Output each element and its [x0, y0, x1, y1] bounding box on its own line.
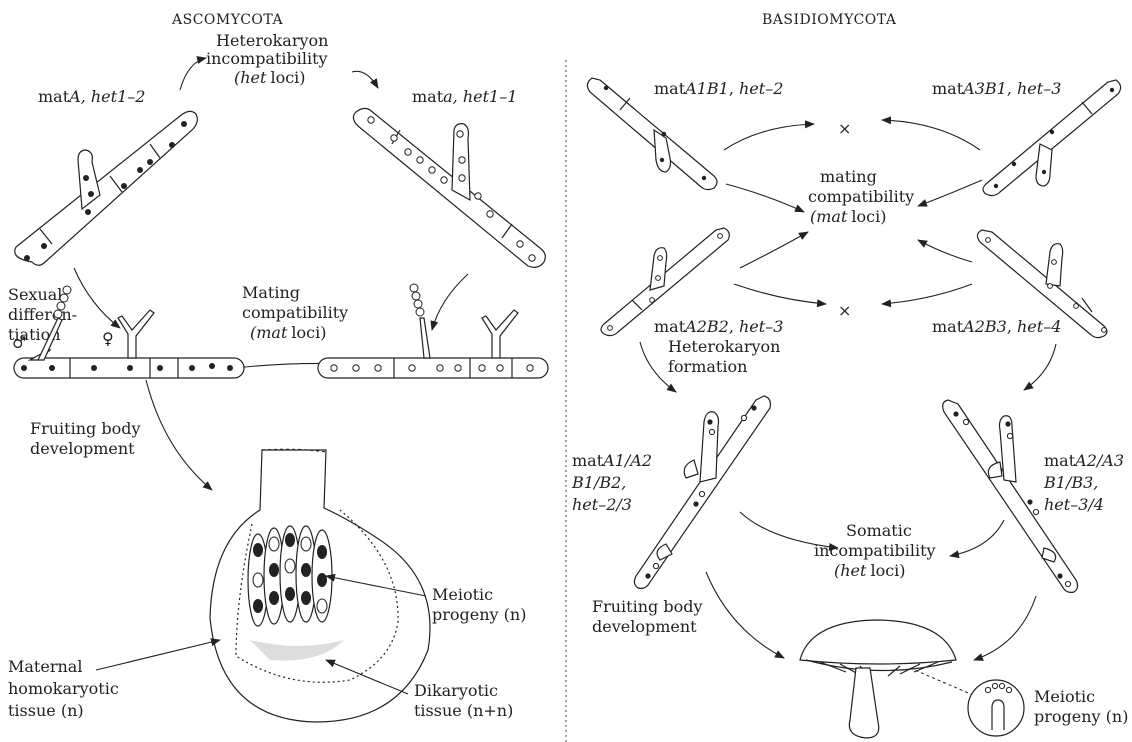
- basidio-dikaryon-left: [634, 396, 770, 588]
- basidio-cross-bottom: ×: [838, 301, 851, 320]
- basidio-hk1-l2: B1/B2,: [571, 473, 626, 492]
- asco-het-incomp-l2: incompatibility: [206, 49, 328, 68]
- basidio-hk2-l3: het–3/4: [1044, 495, 1104, 514]
- basidio-mating-l1: mating: [820, 167, 877, 186]
- asco-fruiting-arrow: [146, 380, 212, 490]
- basidio-arrow-s2-cross: [882, 120, 980, 150]
- basidio-hk2-l1: matA2/A3: [1044, 451, 1124, 470]
- basidio-fruiting-l1: Fruiting body: [592, 597, 703, 616]
- basidio-hetform-arrow-right: [1024, 344, 1056, 390]
- asco-hypha-right: [353, 108, 545, 267]
- asco-fruiting-l1: Fruiting body: [30, 419, 141, 438]
- basidio-zoom-line: [910, 668, 980, 698]
- asco-het-arrow-right: [352, 71, 378, 88]
- mushroom: [800, 620, 956, 738]
- basidio-hk2-l2: B1/B3,: [1043, 473, 1098, 492]
- basidio-s1-label: matA1B1, het–2: [654, 79, 783, 98]
- asco-colony-right: [318, 284, 548, 378]
- basidio-arrow-s3-mating: [740, 232, 808, 268]
- basidio-fruiting-arrow-right: [974, 596, 1036, 660]
- basidio-hk1-l1: matA1/A2: [572, 451, 652, 470]
- asco-meiotic-l2: progeny (n): [432, 605, 526, 624]
- asco-maternal-arrow: [96, 640, 220, 670]
- asco-meiotic-l1: Meiotic: [432, 585, 493, 604]
- male-symbol: ♂: [12, 333, 26, 352]
- basidio-somatic-l1: Somatic: [846, 521, 912, 540]
- basidio-meiotic-l1: Meiotic: [1034, 687, 1095, 706]
- basidio-arrow-s4-mating: [918, 240, 972, 262]
- basidio-fruiting-l2: development: [592, 617, 697, 636]
- asco-dikaryotic-l2: tissue (n+n): [414, 701, 513, 720]
- basidio-somatic-l2: incompatibility: [814, 541, 936, 560]
- asco-strain2-label: mata, het1–1: [412, 87, 517, 106]
- female-symbol: ♀: [102, 329, 114, 348]
- asco-maternal-l3: tissue (n): [8, 701, 84, 720]
- asco-maternal-l2: homokaryotic: [8, 679, 119, 698]
- asco-strain1-label: matA, het1–2: [38, 87, 145, 106]
- asco-sexual-diff-l1: Sexual: [8, 285, 62, 304]
- basidio-s4-label: matA2B3, het–4: [932, 317, 1061, 336]
- basidium-zoom: [968, 680, 1024, 736]
- basidio-arrow-s3-cross: [734, 284, 826, 304]
- basidio-mating-l2: compatibility: [808, 187, 914, 206]
- basidio-hetform-l2: formation: [668, 357, 747, 376]
- asci: [248, 526, 332, 626]
- ascomycota-header: ASCOMYCOTA: [171, 12, 283, 28]
- basidio-hk1-l3: het–2/3: [572, 495, 632, 514]
- basidiomycota-header: BASIDIOMYCOTA: [762, 12, 897, 28]
- asco-mating-l1: Mating: [242, 283, 300, 302]
- asco-het-arrow-left: [180, 58, 206, 90]
- basidio-cross-top: ×: [838, 119, 851, 138]
- basidio-hetform-l1: Heterokaryon: [668, 337, 780, 356]
- basidio-arrow-s1-mating: [726, 184, 804, 212]
- asco-fruiting-l2: development: [30, 439, 135, 458]
- asco-arrow-left-down: [74, 268, 120, 328]
- basidio-arrow-s4-cross: [882, 284, 972, 304]
- perithecium: [210, 449, 430, 722]
- asco-hypha-left: [15, 111, 198, 265]
- basidio-meiotic-l2: progeny (n): [1034, 707, 1128, 726]
- asco-mating-l2: compatibility: [242, 303, 348, 322]
- basidio-fruiting-arrow-left: [706, 572, 784, 658]
- basidio-somatic-arrow-right: [950, 520, 1004, 556]
- basidio-s3-label: matA2B2, het–3: [654, 317, 783, 336]
- basidio-arrow-s2-mating: [918, 180, 982, 206]
- asco-arrow-right-down: [432, 274, 468, 330]
- asco-het-incomp-l1: Heterokaryon: [216, 31, 328, 50]
- asco-sexual-diff-l2: differen-: [8, 305, 77, 324]
- basidio-arrow-s1-cross: [724, 124, 814, 150]
- asco-dikaryotic-l1: Dikaryotic: [414, 681, 498, 700]
- asco-maternal-l1: Maternal: [8, 657, 82, 676]
- basidio-s2-label: matA3B1, het–3: [932, 79, 1061, 98]
